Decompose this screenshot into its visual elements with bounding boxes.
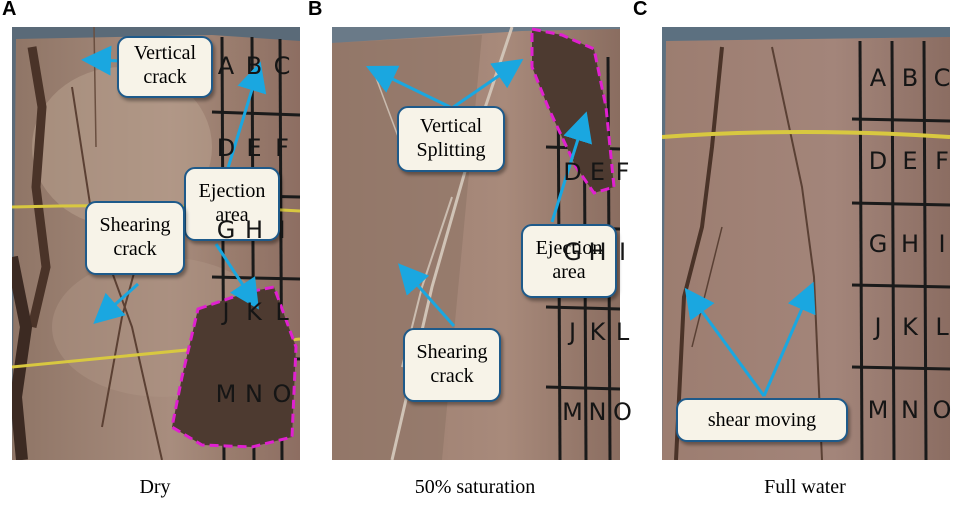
grid-letter: C — [273, 52, 291, 80]
grid-letter: L — [935, 313, 949, 341]
grid-letter: B — [245, 52, 263, 80]
grid-letter: M — [215, 380, 237, 408]
grid-letter: H — [244, 216, 264, 244]
callout-shearing-crack-a: Shearing crack — [85, 201, 185, 275]
grid-letter: C — [933, 64, 951, 92]
grid-letter: A — [217, 52, 235, 80]
grid-letter: O — [613, 398, 632, 426]
grid-letter: N — [245, 380, 263, 408]
grid-letter: G — [563, 238, 582, 266]
grid-letter: E — [246, 134, 262, 162]
callout-shear-moving: shear moving — [676, 398, 848, 442]
grid-letter: L — [275, 298, 289, 326]
grid-letter: G — [216, 216, 236, 244]
grid-letter: E — [589, 158, 606, 186]
callout-ejection-area-a: Ejection area — [184, 167, 280, 241]
grid-letter: N — [588, 398, 607, 426]
grid-letter: M — [562, 398, 583, 426]
grid-letter: B — [901, 64, 919, 92]
grid-letter: K — [589, 318, 606, 346]
grid-letter: I — [618, 238, 627, 266]
callout-vertical-crack: Vertical crack — [117, 36, 213, 98]
grid-letter: D — [868, 147, 888, 175]
grid-letter: K — [246, 298, 262, 326]
callout-vertical-splitting: Vertical Splitting — [397, 106, 505, 172]
grid-letter: N — [901, 396, 919, 424]
grid-letter: D — [563, 158, 582, 186]
panel-letter-c: C — [633, 0, 648, 20]
grid-letter: G — [868, 230, 888, 258]
caption-full-water: Full water — [764, 476, 846, 498]
grid-letter: F — [935, 147, 949, 175]
grid-letter: J — [568, 318, 577, 346]
grid-letter: H — [588, 238, 607, 266]
grid-letter: O — [932, 396, 952, 424]
grid-letter: E — [902, 147, 918, 175]
grid-letter: M — [867, 396, 889, 424]
grid-letter: K — [902, 313, 918, 341]
grid-letter: F — [615, 158, 630, 186]
grid-letter: I — [278, 216, 286, 244]
caption-50-saturation: 50% saturation — [414, 476, 536, 498]
grid-letter: H — [900, 230, 920, 258]
grid-letter: I — [938, 230, 946, 258]
panel-letter-a: A — [2, 0, 17, 20]
grid-letter: J — [222, 298, 230, 326]
grid-letter: L — [615, 318, 630, 346]
panel-letter-b: B — [308, 0, 323, 20]
grid-letter: F — [275, 134, 289, 162]
callout-shearing-crack-b: Shearing crack — [403, 328, 501, 402]
grid-letter: D — [216, 134, 236, 162]
callout-ejection-area-b: Ejection area — [521, 224, 617, 298]
caption-dry: Dry — [139, 476, 171, 498]
grid-letter: O — [272, 380, 292, 408]
grid-letter: J — [874, 313, 882, 341]
grid-letter: A — [869, 64, 887, 92]
